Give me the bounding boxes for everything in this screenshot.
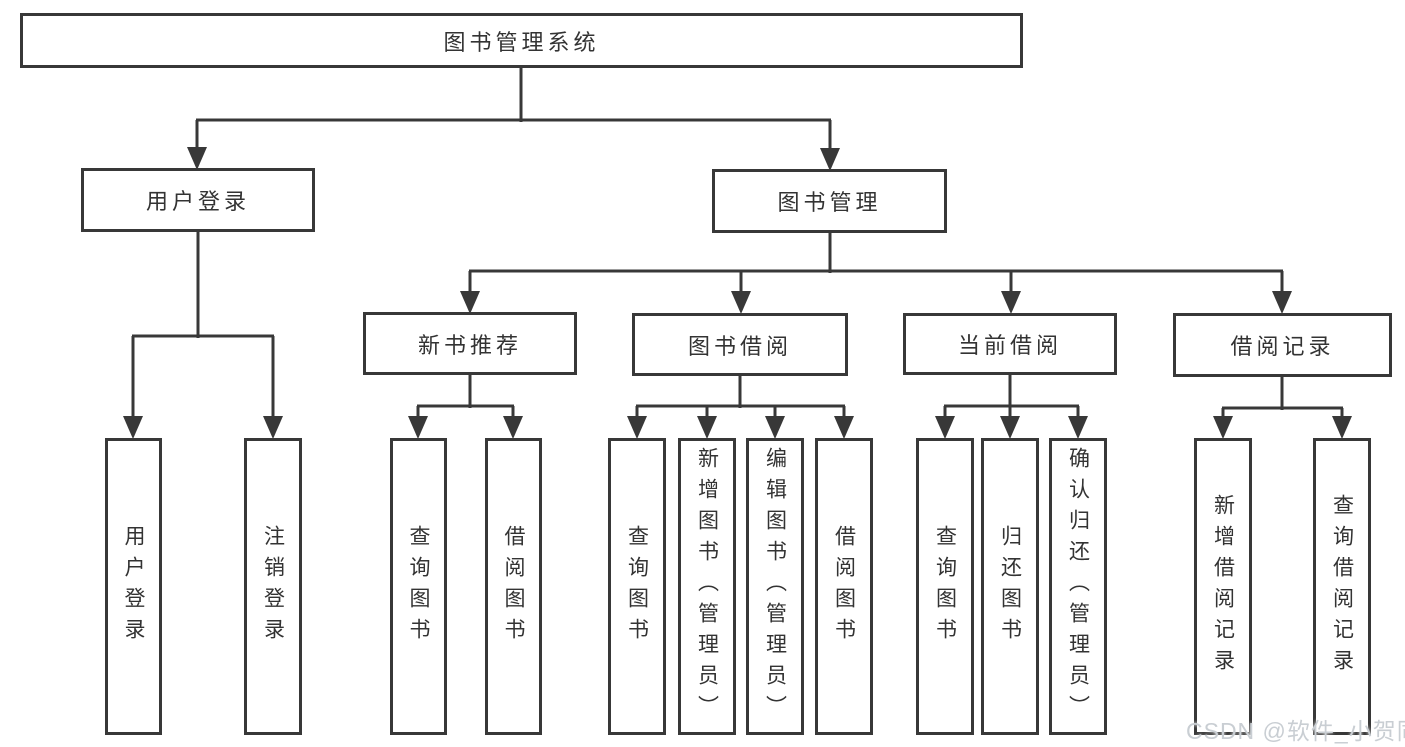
node-user-login: 用户登录: [81, 168, 315, 232]
node-book-borrow-label: 图书借阅: [687, 333, 792, 359]
leaf-query-books-recommend: 查询图书: [390, 438, 447, 735]
leaf-query-books-borrow: 查询图书: [608, 438, 666, 735]
leaf-query-borrow-record-label: 查询借阅记录: [1330, 493, 1354, 680]
node-borrow-records-label: 借阅记录: [1230, 334, 1335, 359]
leaf-query-borrow-record: 查询借阅记录: [1313, 438, 1371, 735]
node-current-borrow: 当前借阅: [903, 313, 1117, 375]
leaf-borrow-books-borrow-label: 借阅图书: [832, 524, 856, 649]
leaf-edit-book-admin-label: 编辑图书（管理员）: [763, 447, 787, 726]
leaf-query-books-current-label: 查询图书: [933, 524, 957, 649]
node-book-management-label: 图书管理: [777, 190, 882, 215]
node-book-borrow: 图书借阅: [632, 313, 848, 376]
leaf-confirm-return-admin-label: 确认归还（管理员）: [1066, 447, 1090, 726]
leaf-return-book: 归还图书: [981, 438, 1039, 735]
leaf-add-book-admin-label: 新增图书（管理员）: [695, 447, 719, 726]
node-new-book-recommend-label: 新书推荐: [417, 332, 522, 358]
node-root: 图书管理系统: [20, 13, 1023, 68]
leaf-add-book-admin: 新增图书（管理员）: [678, 438, 736, 735]
leaf-return-book-label: 归还图书: [998, 524, 1022, 649]
leaf-borrow-books-recommend: 借阅图书: [485, 438, 542, 735]
node-new-book-recommend: 新书推荐: [363, 312, 577, 375]
leaf-add-borrow-record: 新增借阅记录: [1194, 438, 1252, 735]
leaf-user-login-label: 用户登录: [122, 524, 145, 649]
leaf-user-login: 用户登录: [105, 438, 162, 735]
leaf-confirm-return-admin: 确认归还（管理员）: [1049, 438, 1107, 735]
node-borrow-records: 借阅记录: [1173, 313, 1392, 377]
leaf-edit-book-admin: 编辑图书（管理员）: [746, 438, 804, 735]
leaf-borrow-books-recommend-label: 借阅图书: [502, 524, 525, 649]
leaf-borrow-books-borrow: 借阅图书: [815, 438, 873, 735]
leaf-query-books-borrow-label: 查询图书: [625, 524, 649, 649]
node-root-label: 图书管理系统: [443, 29, 600, 55]
node-user-login-label: 用户登录: [145, 189, 250, 214]
leaf-query-books-current: 查询图书: [916, 438, 974, 735]
leaf-logout: 注销登录: [244, 438, 302, 735]
leaf-add-borrow-record-label: 新增借阅记录: [1211, 493, 1235, 680]
watermark: CSDN @软件_小贺同学: [1186, 718, 1405, 744]
leaf-query-books-recommend-label: 查询图书: [407, 524, 430, 649]
leaf-logout-label: 注销登录: [261, 524, 285, 649]
node-book-management: 图书管理: [712, 169, 947, 233]
node-current-borrow-label: 当前借阅: [957, 333, 1062, 358]
